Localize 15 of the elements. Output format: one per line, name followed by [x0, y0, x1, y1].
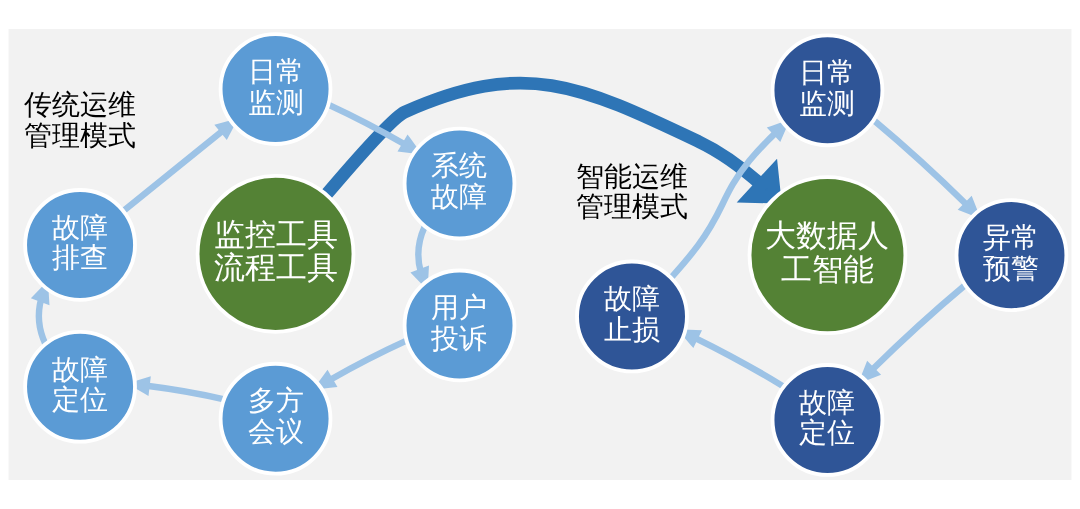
node-circle: 大数据人工智能 [747, 175, 908, 335]
node-circle: 用户投诉 [402, 268, 517, 383]
arrow [321, 76, 782, 204]
node-circle: 异常预警 [954, 198, 1069, 312]
node-circle: 日常监测 [770, 33, 885, 148]
node-circle: 监控工具流程工具 [195, 174, 356, 334]
node-circle: 系统故障 [402, 126, 517, 241]
label: 智能运维管理模式 [575, 159, 688, 224]
label: 传统运维管理模式 [24, 88, 137, 152]
node-circle: 故障排查 [23, 188, 137, 302]
node-circle: 故障定位 [770, 363, 885, 477]
node-circle: 故障止损 [575, 259, 689, 374]
node-circle: 日常监测 [218, 32, 333, 146]
node-circle: 多方会议 [218, 361, 333, 476]
node-circle: 故障定位 [23, 329, 137, 444]
